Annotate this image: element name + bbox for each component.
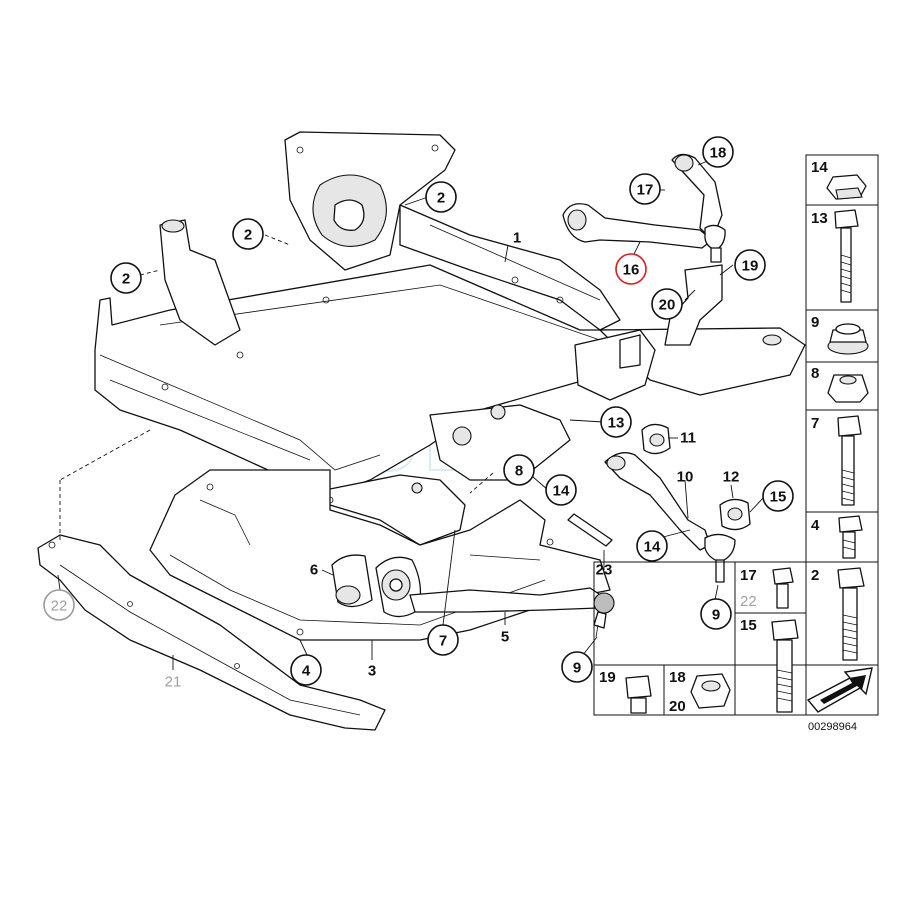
small-bushings-drawing [641, 423, 751, 531]
callout-23: 23 [596, 562, 613, 579]
panel-label-15: 15 [740, 617, 757, 634]
callout-19: 19 [742, 258, 759, 275]
panel-label-13: 13 [811, 210, 828, 227]
callout-17: 17 [637, 182, 654, 199]
callout-16-highlighted: 16 [623, 262, 640, 279]
nut-8-icon [827, 374, 869, 403]
nut-14-icon [826, 174, 867, 200]
upper-control-arm-drawing [562, 153, 726, 263]
orientation-arrow-icon [806, 667, 873, 713]
callout-15: 15 [770, 489, 787, 506]
bolt-19-icon [625, 675, 652, 714]
callout-12: 12 [723, 469, 740, 486]
callout-2-upper: 2 [437, 190, 445, 207]
panel-label-14: 14 [811, 159, 828, 176]
fastener-panel: 14 13 9 8 7 4 2 17 22 15 19 18 20 [593, 154, 879, 716]
callout-5: 5 [501, 629, 509, 646]
callout-4: 4 [302, 663, 311, 680]
callout-1: 1 [513, 230, 521, 247]
bolt-15-icon [771, 619, 799, 713]
callout-13: 13 [608, 415, 625, 432]
bolt-2-icon [837, 567, 865, 661]
callout-20: 20 [659, 297, 676, 314]
bolt-13-icon [834, 209, 859, 303]
rod-drawing [567, 513, 613, 547]
bolt-17-icon [772, 567, 794, 609]
callout-11: 11 [680, 430, 696, 447]
callout-8: 8 [515, 463, 523, 480]
front-subframe-drawing [94, 131, 806, 546]
panel-label-22: 22 [740, 593, 757, 610]
callout-6: 6 [310, 562, 318, 579]
callout-2-mid: 2 [244, 227, 252, 244]
bushings-drawing [331, 554, 422, 618]
panel-label-19: 19 [599, 669, 616, 686]
panel-label-4: 4 [811, 517, 820, 534]
bolt-7-icon [837, 415, 862, 506]
cross-brace-drawing [37, 534, 386, 731]
bolt-4-icon [838, 515, 863, 559]
wishbone-drawing [604, 452, 736, 583]
callout-14-lower: 14 [644, 539, 661, 556]
callout-9-lower: 9 [573, 660, 581, 677]
callout-21: 21 [165, 674, 182, 691]
panel-label-9: 9 [811, 314, 819, 331]
callout-7: 7 [439, 633, 447, 650]
panel-label-7: 7 [811, 415, 819, 432]
panel-label-17: 17 [740, 567, 757, 584]
panel-label-2: 2 [811, 567, 819, 584]
callout-18: 18 [710, 145, 727, 162]
callouts: 1 2 2 2 3 4 5 6 7 8 9 9 10 11 12 13 14 1… [43, 136, 794, 691]
panel-label-20: 20 [669, 698, 686, 715]
panel-label-8: 8 [811, 365, 819, 382]
callout-14-upper: 14 [553, 483, 570, 500]
nut-9-icon [827, 323, 869, 355]
callout-10: 10 [677, 469, 694, 486]
callout-22: 22 [51, 598, 68, 615]
callout-9-right: 9 [712, 607, 720, 624]
callout-3: 3 [368, 663, 376, 680]
callout-2-left: 2 [122, 271, 130, 288]
document-number: 00298964 [808, 721, 857, 733]
nut-18-icon [690, 673, 731, 709]
panel-label-18: 18 [669, 669, 686, 686]
